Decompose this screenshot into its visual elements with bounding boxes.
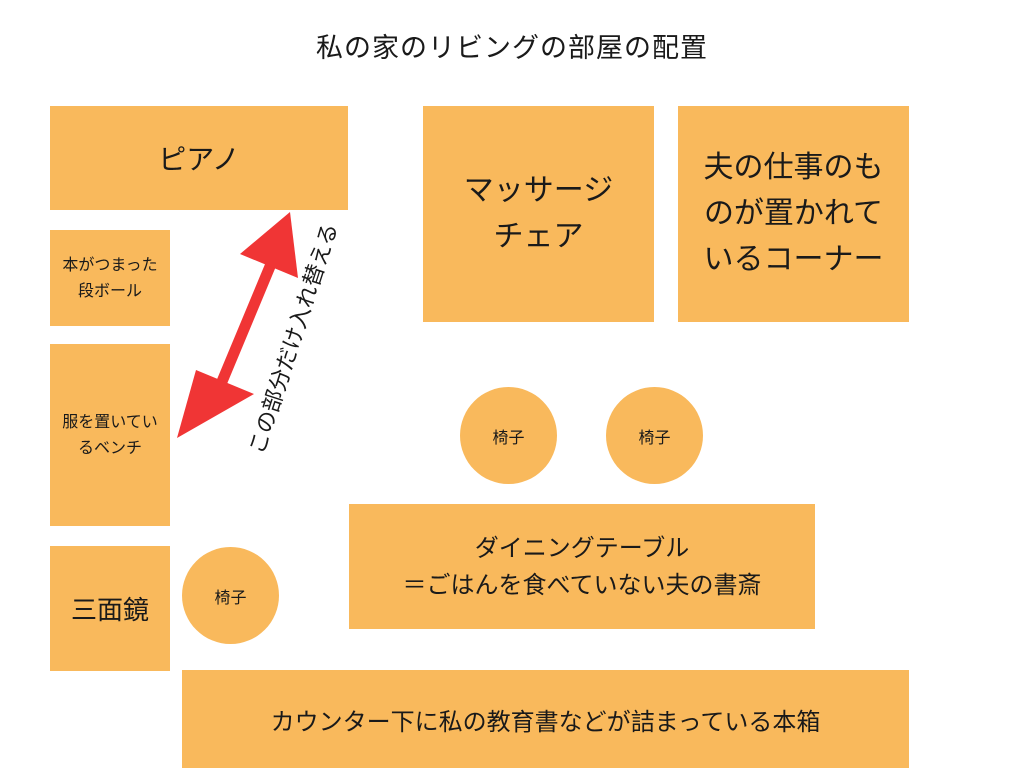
chair-circle: 椅子	[460, 387, 557, 484]
mirror-box: 三面鏡	[50, 546, 170, 671]
swap-arrow-head-top	[240, 212, 298, 278]
dining-table-box: ダイニングテーブル ＝ごはんを食べていない夫の書斎	[349, 504, 815, 629]
work-corner-box: 夫の仕事のも のが置かれて いるコーナー	[678, 106, 909, 322]
chair-circle: 椅子	[606, 387, 703, 484]
massage-chair-box: マッサージ チェア	[423, 106, 654, 322]
swap-arrow-head-bottom	[177, 370, 254, 438]
swap-arrow-shaft	[210, 249, 282, 399]
swap-arrow-icon	[177, 212, 298, 438]
cardboard-box: 本がつまった 段ボール	[50, 230, 170, 326]
bench-box: 服を置いてい るベンチ	[50, 344, 170, 526]
page-title: 私の家のリビングの部屋の配置	[316, 33, 708, 64]
counter-bookshelf-box: カウンター下に私の教育書などが詰まっている本箱	[182, 670, 909, 768]
chair-circle: 椅子	[182, 547, 279, 644]
piano-box: ピアノ	[50, 106, 348, 210]
